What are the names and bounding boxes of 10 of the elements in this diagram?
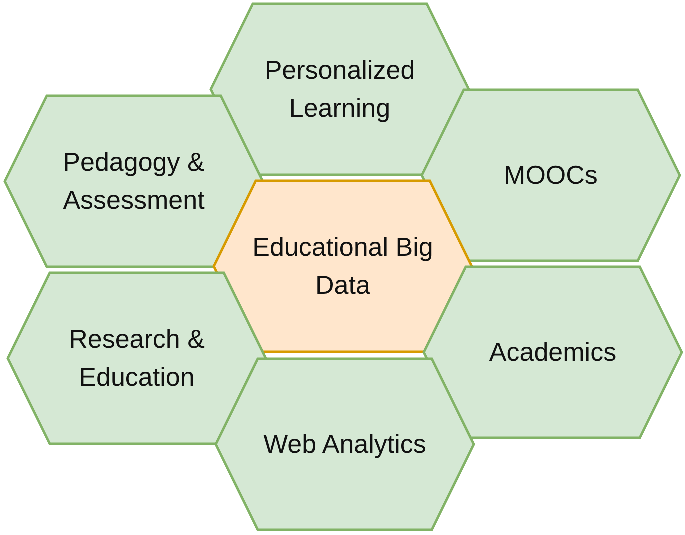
hexagon-tile: [213, 180, 473, 353]
tile-label: Educational Big Data: [252, 230, 434, 302]
tile-label: Personalized Learning: [264, 54, 416, 124]
hexagon-tile: [215, 358, 475, 531]
tile-label: Pedagogy & Assessment: [62, 146, 206, 216]
tile-label: MOOCs: [504, 158, 598, 192]
tile-label: Research & Education: [68, 322, 206, 394]
tile-label: Web Analytics: [264, 428, 426, 461]
hexagon-tile: [210, 3, 470, 176]
tile-label: Academics: [489, 336, 617, 369]
